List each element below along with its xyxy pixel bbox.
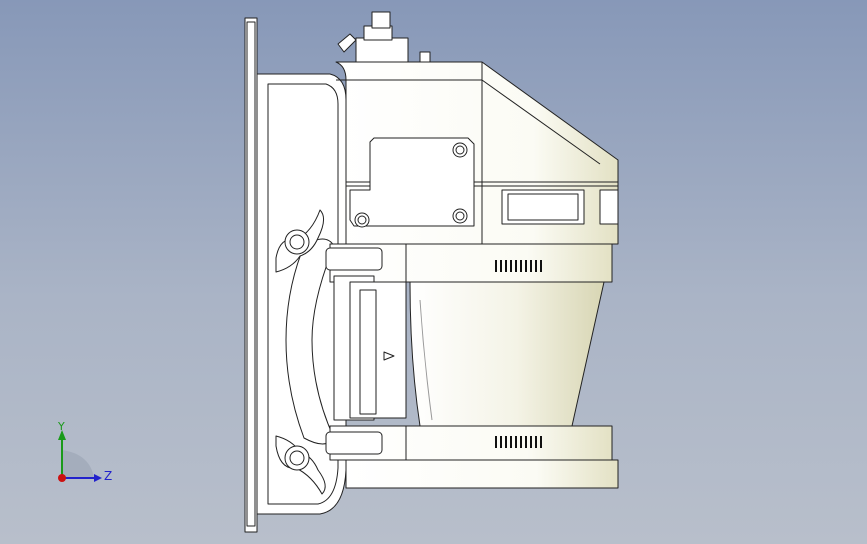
cone-section <box>409 281 605 427</box>
origin-dot <box>58 474 66 482</box>
z-axis-label: Z <box>104 469 112 483</box>
wing-knob-upper <box>275 209 324 273</box>
cover-plate <box>349 137 475 227</box>
vent-slots-upper <box>495 260 542 272</box>
top-connector <box>355 37 409 63</box>
axis-triad: Y Z <box>57 420 112 483</box>
vent-slots-lower <box>495 436 542 448</box>
wing-knob-lower <box>275 435 326 495</box>
y-axis-label: Y <box>57 420 65 433</box>
